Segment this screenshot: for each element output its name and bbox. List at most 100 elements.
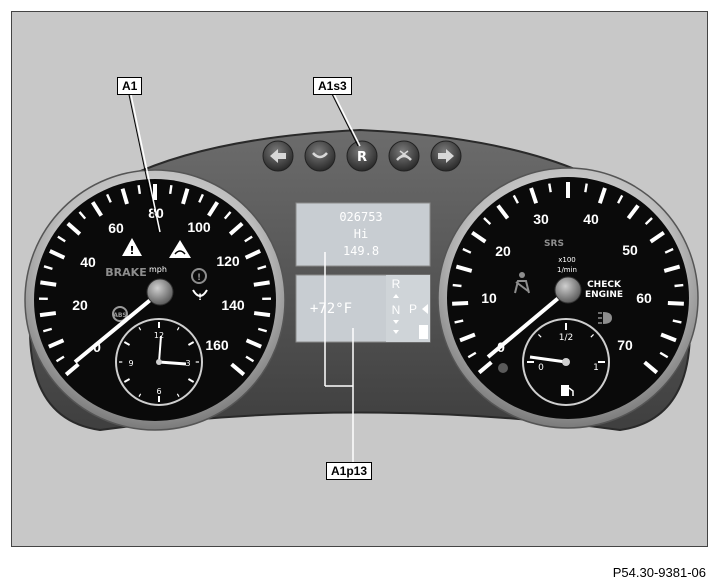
gear-p-label: P [409, 302, 417, 316]
speedometer-tick-mark [181, 188, 190, 205]
speedometer-tick-mark [245, 338, 262, 349]
right-arrow-button[interactable] [430, 140, 462, 172]
clock-tick-mark [187, 378, 195, 383]
tpms-icon: ! [192, 289, 208, 303]
speed-tick-0: 0 [93, 339, 101, 355]
speed-tick-40: 40 [80, 254, 96, 270]
gear-indicator-block [419, 325, 428, 339]
rpm-scale-label: x100 [558, 256, 576, 264]
trip-mode-label: Hi [354, 227, 368, 241]
leader-lines-shadow [127, 89, 359, 233]
tachometer-tick-mark [496, 204, 510, 220]
speedometer-tick-mark [43, 265, 53, 271]
speedometer-tick-mark [78, 211, 87, 220]
clock-numeral-12: 12 [154, 331, 164, 340]
figure-caption: P54.30-9381-06 [612, 565, 706, 580]
tachometer-tick-mark [644, 217, 653, 225]
callout-a1s3: A1s3 [313, 77, 352, 95]
srs-warning-label: SRS [544, 239, 564, 249]
clock-tick-mark [176, 327, 180, 331]
fuel-empty-label: 0 [538, 363, 544, 373]
tachometer-tick-mark [674, 283, 684, 288]
rpm-tick-20: 20 [495, 243, 511, 259]
callout-a1p13: A1p13 [326, 462, 373, 480]
fuel-gauge-subdial: 1/2 1 0 [522, 318, 610, 406]
speed-tick-140: 140 [221, 297, 245, 313]
fuel-full-label: 1 [593, 363, 599, 373]
warning-triangle-icon: ! [122, 238, 142, 257]
speedometer-tick-mark [42, 327, 53, 333]
left-arrow-icon [270, 149, 286, 163]
reset-button[interactable]: R [346, 140, 378, 172]
tachometer-tick-mark [459, 332, 476, 343]
speed-tick-100: 100 [187, 219, 211, 235]
clock-tick-mark [123, 341, 131, 346]
clock-hour-hand [158, 360, 187, 366]
left-arrow-button[interactable] [262, 140, 294, 172]
phone-pickup-button[interactable] [304, 140, 336, 172]
callout-a1: A1 [117, 77, 143, 95]
tire-pressure-icon: ! [191, 268, 207, 284]
tachometer-tick-mark [597, 187, 607, 204]
tachometer-tick-mark [512, 194, 519, 204]
trip-reading: 149.8 [343, 244, 379, 258]
speedometer-tick-mark [228, 222, 244, 236]
tachometer-tick-mark [664, 247, 674, 254]
speedometer-tick-mark [230, 362, 246, 377]
speedometer-tick-mark [257, 265, 267, 271]
check-engine-line2: ENGINE [585, 290, 623, 300]
odometer-reading: 026753 [339, 210, 382, 224]
fuel-tick-mark [537, 333, 542, 338]
speedometer-tick-mark [40, 280, 57, 287]
rpm-unit-label: 1/min [557, 266, 577, 274]
tachometer-tick-mark [455, 264, 473, 273]
speedometer-tick-mark [48, 338, 65, 349]
tachometer-tick-mark [626, 204, 640, 220]
rpm-tick-40: 40 [583, 211, 599, 227]
tachometer-tick-mark [462, 247, 472, 254]
tachometer-tick-mark [452, 283, 462, 288]
speed-tick-120: 120 [216, 253, 240, 269]
tachometer-tick-mark [659, 351, 669, 359]
speedometer-tick-mark [120, 188, 129, 205]
speedometer-tick-mark [66, 222, 82, 236]
outside-temperature: +72°F [310, 301, 352, 317]
right-arrow-icon [438, 149, 454, 163]
tachometer-needle [486, 288, 570, 359]
speedometer-tick-mark [57, 235, 66, 243]
rpm-tick-50: 50 [622, 242, 638, 258]
tachometer-tick-mark [649, 231, 665, 244]
clock-tick-mark [138, 327, 142, 331]
tachometer-tick-mark [672, 319, 682, 324]
tachometer-tick-mark [483, 217, 492, 225]
clock-tick-mark [123, 378, 131, 383]
fuel-pump-icon [561, 385, 574, 396]
phone-hangup-button[interactable] [388, 140, 420, 172]
speed-unit-label: mph [149, 265, 167, 274]
seatbelt-warning-icon [514, 272, 530, 294]
clock-minute-hand [158, 335, 162, 363]
speedometer-needle [73, 290, 162, 364]
speedometer-tick-mark [245, 355, 255, 363]
tachometer-tick-mark [471, 231, 487, 244]
speedometer-tick-mark [137, 184, 142, 195]
rpm-tick-10: 10 [481, 290, 497, 306]
tachometer-tick-mark [584, 183, 588, 193]
tachometer-tick-mark [660, 332, 677, 343]
clock-numeral-9: 9 [128, 359, 133, 368]
leader-lines [129, 89, 361, 462]
tachometer: 0 10 20 30 40 50 60 70 SRS x100 1/min CH… [437, 167, 699, 429]
svg-text:!: ! [197, 273, 201, 283]
speedometer-tick-mark [55, 355, 65, 363]
speedometer-tick-mark [39, 311, 57, 318]
tachometer-indicator-lamp [498, 363, 508, 373]
tachometer-tick-mark [467, 351, 477, 359]
phone-hangup-icon [396, 150, 412, 161]
phone-pickup-icon [312, 152, 328, 159]
rpm-tick-30: 30 [533, 211, 549, 227]
abs-warning-icon: ABS [112, 306, 128, 322]
tachometer-tick-mark [548, 183, 552, 193]
clock-subdial: 12 3 6 9 [115, 318, 203, 406]
tachometer-tick-mark [663, 264, 681, 273]
